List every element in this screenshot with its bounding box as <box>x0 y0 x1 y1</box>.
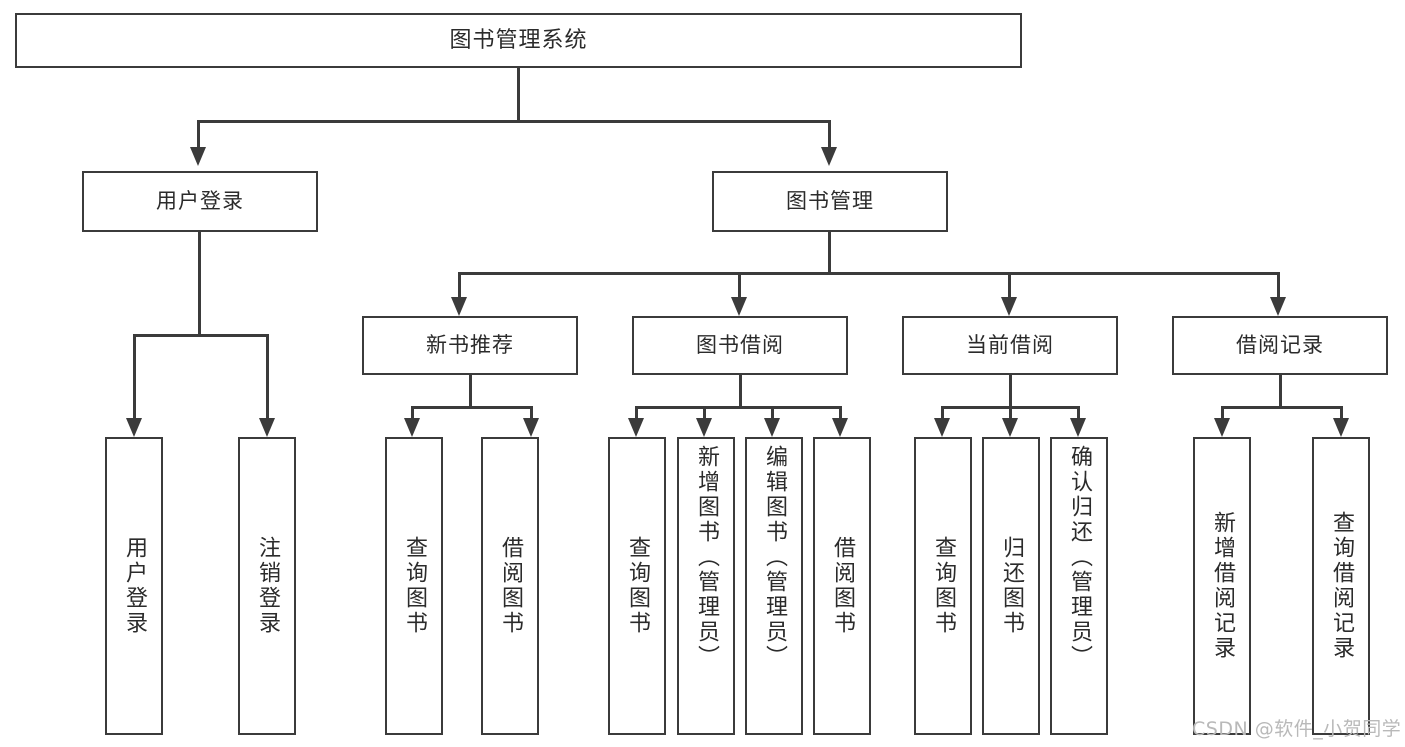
connector-drop-cb-confirm <box>1077 406 1080 418</box>
connector-current-borrow-stem <box>1009 375 1012 408</box>
node-label: 图书借阅 <box>696 333 784 358</box>
node-label: 当前借阅 <box>966 333 1054 358</box>
connector-borrow-record-stem <box>1279 375 1282 408</box>
node-book-borrow[interactable]: 图书借阅 <box>632 316 848 375</box>
connector-root-stem <box>517 68 520 122</box>
leaf-bb-edit-book-admin[interactable]: 编辑图书（管理员） <box>745 437 803 735</box>
connector-drop-bb-query <box>635 406 638 418</box>
arrowhead-bb-borrow <box>832 418 848 437</box>
connector-drop-cb-query <box>941 406 944 418</box>
leaf-bb-query-book[interactable]: 查询图书 <box>608 437 666 735</box>
connector-book-borrow-bus <box>635 406 842 409</box>
node-label: 注销登录 <box>255 536 280 636</box>
node-borrow-record[interactable]: 借阅记录 <box>1172 316 1388 375</box>
connector-drop-book-manage <box>828 120 831 147</box>
leaf-nb-query-book[interactable]: 查询图书 <box>385 437 443 735</box>
node-label: 借阅图书 <box>830 536 855 636</box>
arrowhead-cb-confirm <box>1070 418 1086 437</box>
connector-drop-current-borrow <box>1008 272 1011 297</box>
leaf-user-login[interactable]: 用户登录 <box>105 437 163 735</box>
node-label: 图书管理系统 <box>449 27 588 53</box>
node-label: 用户登录 <box>156 189 244 214</box>
connector-root-bus <box>197 120 831 123</box>
node-label: 新增借阅记录 <box>1210 511 1235 661</box>
connector-drop-book-borrow <box>738 272 741 297</box>
connector-drop-leaf-user-login <box>133 334 136 418</box>
arrowhead-book-manage <box>821 147 837 166</box>
connector-drop-bb-borrow <box>839 406 842 418</box>
node-label: 新增图书（管理员） <box>694 445 719 670</box>
arrowhead-leaf-user-login <box>126 418 142 437</box>
node-label: 查询图书 <box>625 536 650 636</box>
arrowhead-cb-return <box>1002 418 1018 437</box>
node-label: 用户登录 <box>122 536 147 636</box>
connector-drop-bb-add <box>703 406 706 418</box>
arrowhead-borrow-record <box>1270 297 1286 316</box>
node-label: 借阅记录 <box>1236 333 1324 358</box>
leaf-br-add-record[interactable]: 新增借阅记录 <box>1193 437 1251 735</box>
arrowhead-current-borrow <box>1001 297 1017 316</box>
leaf-bb-borrow-book[interactable]: 借阅图书 <box>813 437 871 735</box>
connector-book-manage-stem <box>828 232 831 274</box>
arrowhead-new-book <box>451 297 467 316</box>
node-label: 归还图书 <box>999 536 1024 636</box>
arrowhead-cb-query <box>934 418 950 437</box>
arrowhead-nb-query <box>404 418 420 437</box>
connector-drop-nb-query <box>411 406 414 418</box>
connector-new-book-bus <box>411 406 533 409</box>
connector-drop-nb-borrow <box>530 406 533 418</box>
leaf-nb-borrow-book[interactable]: 借阅图书 <box>481 437 539 735</box>
connector-user-login-bus <box>133 334 269 337</box>
node-user-login[interactable]: 用户登录 <box>82 171 318 232</box>
arrowhead-nb-borrow <box>523 418 539 437</box>
node-label: 查询借阅记录 <box>1329 511 1354 661</box>
node-label: 图书管理 <box>786 189 874 214</box>
connector-drop-user-login <box>197 120 200 147</box>
connector-drop-br-query <box>1340 406 1343 418</box>
node-root-system[interactable]: 图书管理系统 <box>15 13 1022 68</box>
node-book-management[interactable]: 图书管理 <box>712 171 948 232</box>
connector-drop-br-add <box>1221 406 1224 418</box>
arrowhead-bb-query <box>628 418 644 437</box>
node-label: 新书推荐 <box>426 333 514 358</box>
connector-drop-new-book <box>458 272 461 297</box>
connector-drop-leaf-logout <box>266 334 269 418</box>
connector-drop-borrow-record <box>1277 272 1280 297</box>
arrowhead-bb-edit <box>764 418 780 437</box>
arrowhead-br-add <box>1214 418 1230 437</box>
leaf-cb-return-book[interactable]: 归还图书 <box>982 437 1040 735</box>
connector-drop-cb-return <box>1009 406 1012 418</box>
leaf-cb-query-book[interactable]: 查询图书 <box>914 437 972 735</box>
node-label: 借阅图书 <box>498 536 523 636</box>
arrowhead-br-query <box>1333 418 1349 437</box>
arrowhead-bb-add <box>696 418 712 437</box>
connector-book-manage-bus <box>458 272 1280 275</box>
node-label: 查询图书 <box>402 536 427 636</box>
node-label: 编辑图书（管理员） <box>762 445 787 670</box>
arrowhead-book-borrow <box>731 297 747 316</box>
connector-new-book-stem <box>469 375 472 408</box>
leaf-cb-confirm-return-admin[interactable]: 确认归还（管理员） <box>1050 437 1108 735</box>
node-label: 查询图书 <box>931 536 956 636</box>
node-new-book-recommend[interactable]: 新书推荐 <box>362 316 578 375</box>
leaf-br-query-record[interactable]: 查询借阅记录 <box>1312 437 1370 735</box>
leaf-logout[interactable]: 注销登录 <box>238 437 296 735</box>
node-current-borrow[interactable]: 当前借阅 <box>902 316 1118 375</box>
arrowhead-user-login <box>190 147 206 166</box>
node-label: 确认归还（管理员） <box>1067 445 1092 670</box>
connector-user-login-stem <box>198 232 201 336</box>
leaf-bb-add-book-admin[interactable]: 新增图书（管理员） <box>677 437 735 735</box>
arrowhead-leaf-logout <box>259 418 275 437</box>
connector-drop-bb-edit <box>771 406 774 418</box>
connector-book-borrow-stem <box>739 375 742 408</box>
connector-borrow-record-bus <box>1221 406 1343 409</box>
